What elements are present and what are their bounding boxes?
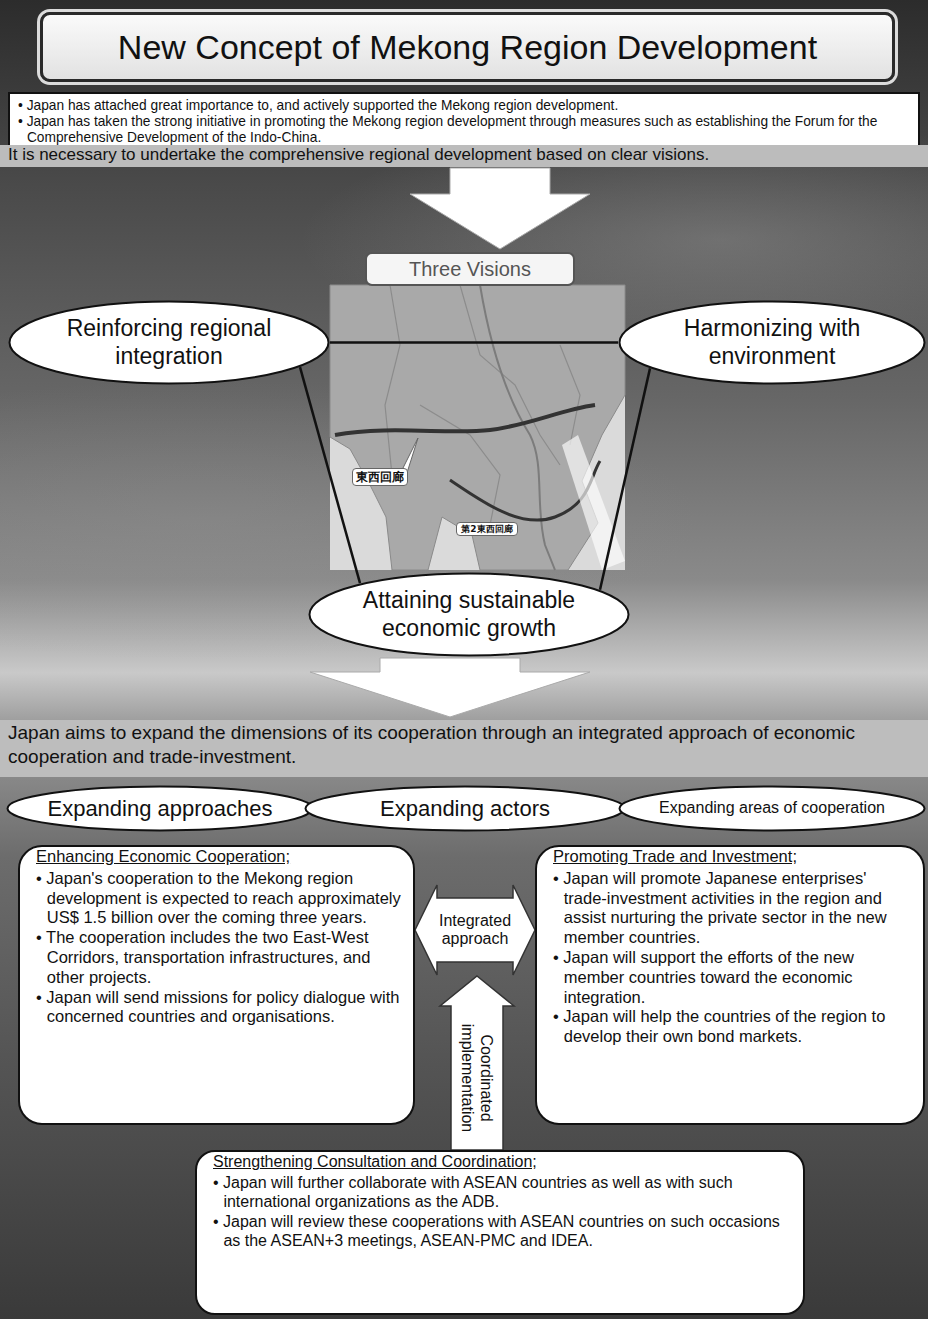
map-borders <box>385 285 580 525</box>
bullet-item: • Japan will help the countries of the r… <box>553 1007 913 1047</box>
box-heading: Strengthening Consultation and Coordinat… <box>213 1152 789 1171</box>
connector-line <box>300 367 360 583</box>
body-text: Three Visions <box>373 257 567 281</box>
expansion-ellipse: Expanding approaches <box>6 785 314 832</box>
map-land <box>330 285 625 570</box>
text-wrap: Strengthening Consultation and Coordinat… <box>197 1152 803 1258</box>
ellipse-shape <box>8 787 313 831</box>
text-wrap: Reinforcing regional integration <box>8 300 330 385</box>
visions-header: Three Visions <box>365 252 575 286</box>
intro-box: • Japan has attached great importance to… <box>8 92 920 152</box>
body-text: Japan aims to expand the dimensions of i… <box>8 721 920 769</box>
text-wrap: Enhancing Economic Cooperation;• Japan's… <box>20 847 413 1037</box>
vertical-arrow-label: Coordinated implementation <box>458 993 496 1163</box>
block-arrow <box>410 168 590 249</box>
text-wrap: Attaining sustainable economic growth <box>308 572 630 657</box>
map-sea <box>330 285 625 570</box>
ellipse-shape <box>310 574 629 656</box>
body-text: Harmonizing with environment <box>648 315 896 370</box>
body-text: Expanding actors <box>380 796 550 821</box>
title-box: New Concept of Mekong Region Development <box>40 12 895 82</box>
statement-band: Japan aims to expand the dimensions of i… <box>0 720 928 777</box>
ellipse-shape <box>306 787 625 831</box>
cooperation-box: Enhancing Economic Cooperation;• Japan's… <box>18 845 415 1125</box>
bullet-item: • Japan's cooperation to the Mekong regi… <box>36 869 401 928</box>
body-text: It is necessary to undertake the compreh… <box>8 145 920 165</box>
region-map <box>330 285 625 570</box>
text-wrap: Promoting Trade and Investment;• Japan w… <box>537 847 923 1057</box>
text-wrap: Expanding areas of cooperation <box>618 785 926 832</box>
map-label: 第2東西回廊 <box>456 522 518 536</box>
text-wrap: It is necessary to undertake the compreh… <box>0 145 928 166</box>
box-heading: Promoting Trade and Investment; <box>553 847 913 867</box>
body-text: Attaining sustainable economic growth <box>338 587 600 642</box>
bullet-item: • The cooperation includes the two East-… <box>36 928 401 987</box>
ellipse-shape <box>620 302 925 384</box>
bullet-item: • Japan will send missions for policy di… <box>36 988 401 1028</box>
statement-band: It is necessary to undertake the compreh… <box>0 145 928 167</box>
cooperation-box: Strengthening Consultation and Coordinat… <box>195 1150 805 1315</box>
bullet-item: • Japan has taken the strong initiative … <box>18 114 910 146</box>
vision-ellipse: Harmonizing with environment <box>618 300 926 385</box>
text-wrap: Expanding approaches <box>6 785 314 832</box>
box-heading: Enhancing Economic Cooperation; <box>36 847 401 867</box>
bullet-item: • Japan has attached great importance to… <box>18 98 910 114</box>
block-arrow-up <box>440 976 514 1150</box>
text-wrap: Three Visions <box>367 254 573 284</box>
light-beam <box>562 435 625 570</box>
connector-line <box>600 368 650 589</box>
text-wrap: Japan aims to expand the dimensions of i… <box>0 721 928 773</box>
body-text: Expanding areas of cooperation <box>659 799 885 817</box>
bullet-item: • Japan will further collaborate with AS… <box>213 1173 789 1211</box>
edge-label: Integrated approach <box>415 912 535 948</box>
expansion-ellipse: Expanding actors <box>304 785 626 832</box>
text-wrap: Expanding actors <box>304 785 626 832</box>
text-wrap: Harmonizing with environment <box>618 300 926 385</box>
block-arrow <box>310 658 590 717</box>
ellipse-shape <box>10 302 329 384</box>
ellipse-shape <box>620 787 925 831</box>
connector-line <box>330 341 618 344</box>
vision-ellipse: Attaining sustainable economic growth <box>308 572 630 657</box>
map-callout: 東西回廊 <box>352 468 408 486</box>
cooperation-box: Promoting Trade and Investment;• Japan w… <box>535 845 925 1125</box>
vision-ellipse: Reinforcing regional integration <box>8 300 330 385</box>
double-block-arrow <box>415 885 535 975</box>
body-text: Reinforcing regional integration <box>38 315 300 370</box>
bullet-item: • Japan will support the efforts of the … <box>553 948 913 1007</box>
body-text: Expanding approaches <box>47 796 272 821</box>
bullet-item: • Japan will promote Japanese enterprise… <box>553 869 913 948</box>
text-wrap: • Japan has attached great importance to… <box>10 94 918 149</box>
expansion-ellipse: Expanding areas of cooperation <box>618 785 926 832</box>
bullet-item: • Japan will review these cooperations w… <box>213 1212 789 1250</box>
corridor-line <box>335 405 595 435</box>
